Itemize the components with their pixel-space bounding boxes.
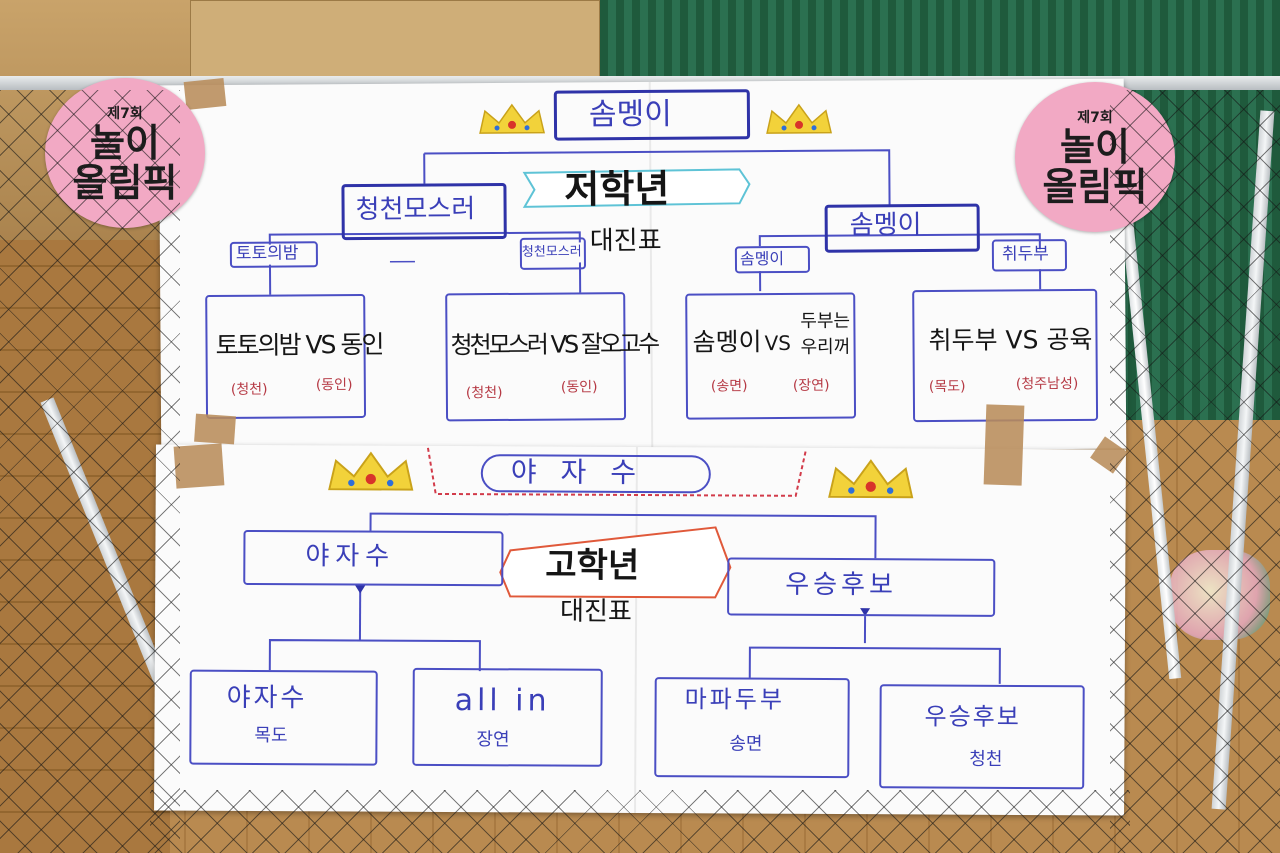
match-school-left-3: (송면): [710, 378, 748, 395]
crown-icon: [766, 103, 833, 134]
semifinal-name-lower-right: 솜멩이: [849, 210, 922, 241]
wood-panel-left: [0, 240, 170, 853]
upper-grades-subtitle: 대진표: [560, 596, 632, 627]
team-school-4: 청천: [969, 748, 1003, 770]
round1-winner-4: 취두부: [1001, 244, 1049, 265]
bracket-lines-lower: [268, 149, 1042, 295]
semifinal-name-upper-left: 야자수: [305, 541, 396, 572]
match-label-right-3a: 두부는: [800, 310, 851, 332]
sticker-title-line1: 놀이: [90, 120, 160, 165]
team-school-2: 장연: [476, 729, 510, 751]
champion-name-lower: 솜멩이: [588, 96, 672, 133]
team-school-1: 목도: [254, 724, 288, 747]
match-school-right-2: (동인): [560, 379, 598, 396]
match-label-left-3: 솜멩이: [692, 327, 762, 357]
event-sticker-left: 제7회 놀이 올림픽: [45, 78, 205, 228]
sticker-edition: 제7회: [1077, 110, 1113, 126]
team-name-3: 마파두부: [684, 685, 786, 714]
lower-grades-title: 저학년: [564, 165, 670, 212]
team-box-4: [879, 684, 1085, 790]
match-school-right-4: (청주남성): [1015, 375, 1079, 393]
match-school-left-4: (목도): [928, 378, 966, 396]
match-school-right-1: (동인): [315, 377, 353, 394]
sticker-title-line2: 올림픽: [72, 160, 178, 205]
upper-grades-title: 고학년: [545, 545, 640, 586]
semifinal-name-lower-left: 청천모스러: [355, 194, 476, 226]
match-label-1: 토토의밤 VS 동인: [215, 329, 383, 360]
match-school-right-3: (장연): [792, 377, 830, 394]
semifinal-name-upper-right: 우승후보: [785, 569, 898, 601]
bracket-sheet-lower-grades: 솜멩이 저학년 대진표 청천모스러 솜멩이 토토의밤 청천모스러 솜멩이 취두부…: [158, 78, 1127, 456]
team-school-3: 송면: [729, 733, 763, 755]
match-label-4: 취두부 VS 공육: [928, 324, 1093, 356]
match-school-left-1: (청천): [230, 381, 268, 398]
match-box-4: [912, 288, 1099, 423]
crown-icon: [828, 459, 914, 499]
bracket-lines-upper: [268, 447, 1001, 684]
crown-icon: [479, 103, 546, 134]
match-vs-3: VS: [764, 330, 792, 356]
match-label-2: 청천모스러 VS 잘오고수: [450, 329, 658, 360]
match-school-left-2: (청천): [465, 384, 503, 402]
round1-winner-1: 토토의밤: [235, 243, 299, 264]
round1-winner-2: 청천모스러: [521, 244, 582, 260]
match-label-right-3b: 우리꺼: [800, 336, 851, 358]
tape-strip: [183, 77, 227, 111]
bag-on-floor: [1170, 550, 1270, 640]
bracket-sheet-upper-grades: 야자수 고학년 대진표 야자수 우승후보 야자수 목도 all in 장연 마파…: [154, 444, 1126, 816]
tape-strip: [983, 404, 1025, 486]
sticker-title-line1: 놀이: [1060, 124, 1130, 169]
team-name-4: 우승후보: [924, 702, 1021, 731]
event-sticker-right: 제7회 놀이 올림픽: [1015, 82, 1175, 232]
tape-strip: [173, 443, 225, 489]
wall-panel: [190, 0, 600, 80]
team-name-2: all in: [454, 683, 551, 719]
round1-winner-3: 솜멩이: [739, 249, 785, 269]
sticker-title-line2: 올림픽: [1042, 164, 1148, 209]
tape-strip: [194, 413, 236, 445]
team-name-1: 야자수: [226, 682, 308, 714]
crown-icon: [328, 451, 414, 491]
lower-grades-subtitle: 대진표: [589, 225, 662, 257]
champion-name-upper: 야자수: [510, 455, 661, 490]
